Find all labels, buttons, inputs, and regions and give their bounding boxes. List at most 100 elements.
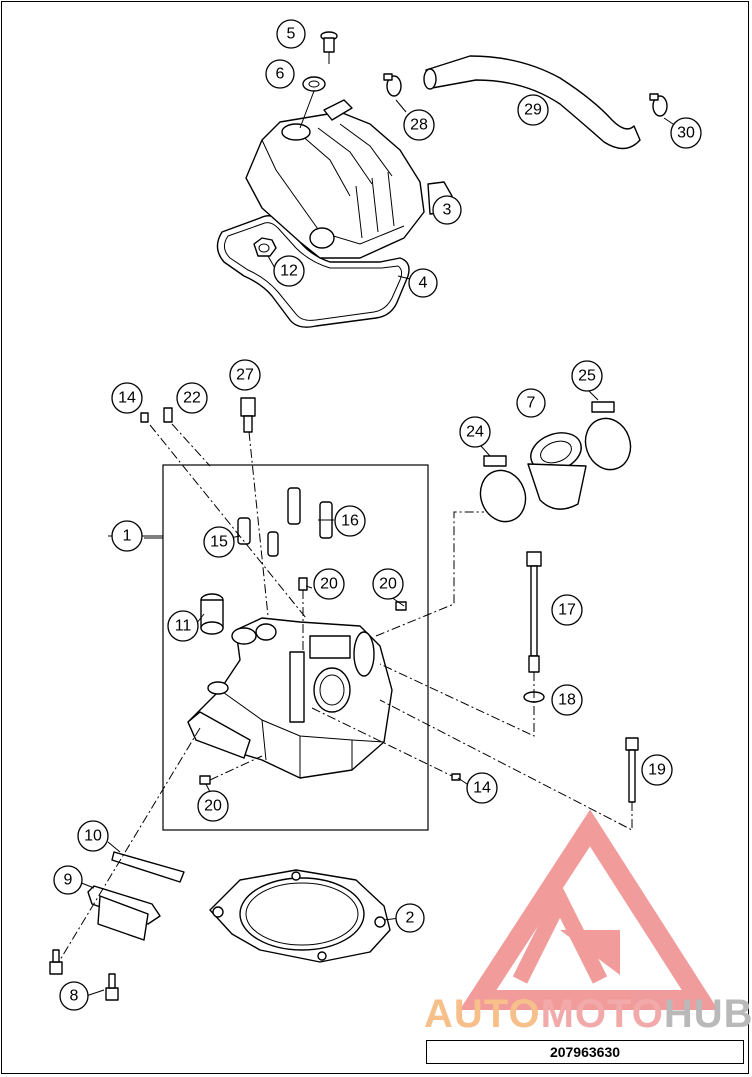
assembly-line-14b bbox=[311, 707, 453, 777]
callout-label: 24 bbox=[466, 424, 484, 441]
callout-11: 11 bbox=[167, 610, 199, 642]
exhaust-bolt-left bbox=[49, 949, 63, 975]
callout-14-top: 14 bbox=[111, 382, 143, 414]
plug-screw-right bbox=[395, 601, 407, 611]
callout-label: 12 bbox=[280, 263, 298, 280]
callout-6: 6 bbox=[265, 59, 295, 89]
callout-20-bottom: 20 bbox=[197, 790, 229, 822]
callout-label: 7 bbox=[527, 395, 536, 412]
valve-seal-2 bbox=[267, 531, 279, 557]
callout-3: 3 bbox=[432, 195, 462, 225]
callout-25: 25 bbox=[571, 360, 603, 392]
callout-label: 11 bbox=[175, 618, 192, 635]
callout-label: 20 bbox=[204, 798, 222, 815]
callout-2: 2 bbox=[395, 903, 425, 933]
assembly-line-20c bbox=[209, 755, 263, 781]
cylinder-head bbox=[187, 617, 393, 779]
callout-29: 29 bbox=[517, 94, 549, 126]
exhaust-bolt-right bbox=[105, 973, 119, 1001]
callout-label: 10 bbox=[84, 828, 102, 845]
callout-8: 8 bbox=[59, 981, 89, 1011]
callout-30: 30 bbox=[670, 117, 702, 149]
plug-screw-bottom bbox=[199, 775, 211, 785]
callout-24: 24 bbox=[459, 416, 491, 448]
exhaust-flange bbox=[87, 885, 161, 941]
hose-clamp-left bbox=[383, 73, 402, 97]
watermark-text: AUTOMOTOHUB bbox=[424, 990, 752, 1038]
assembly-line-exhaust bbox=[59, 727, 201, 961]
exhaust-gasket bbox=[111, 851, 185, 883]
callout-9: 9 bbox=[53, 865, 83, 895]
callout-label: 15 bbox=[210, 534, 228, 551]
callout-label: 16 bbox=[341, 513, 359, 530]
assembly-line-27 bbox=[248, 431, 269, 617]
callout-label: 14 bbox=[118, 390, 136, 407]
plug-screw-side bbox=[451, 773, 461, 781]
callout-label: 14 bbox=[473, 780, 491, 797]
assembly-line-intake bbox=[375, 511, 484, 637]
callout-label: 22 bbox=[183, 390, 201, 407]
callout-label: 5 bbox=[287, 26, 296, 43]
callout-label: 3 bbox=[443, 202, 452, 219]
callout-label: 8 bbox=[70, 988, 79, 1005]
callout-label: 6 bbox=[276, 66, 285, 83]
callout-label: 9 bbox=[64, 872, 73, 889]
callout-7: 7 bbox=[516, 388, 546, 418]
cylinder-head-gasket bbox=[209, 869, 391, 963]
watermark-part-1: AUTO bbox=[424, 992, 541, 1036]
intake-flange bbox=[527, 432, 587, 510]
callout-label: 20 bbox=[320, 576, 338, 593]
callout-label: 25 bbox=[578, 368, 596, 385]
watermark-part-3: HUB bbox=[663, 992, 752, 1036]
callout-15: 15 bbox=[203, 526, 235, 558]
callout-18: 18 bbox=[551, 684, 583, 716]
cover-nut bbox=[253, 237, 277, 257]
callout-27: 27 bbox=[229, 359, 261, 391]
assembly-line-22 bbox=[171, 423, 211, 467]
callout-12: 12 bbox=[273, 255, 305, 287]
intake-clamp-right bbox=[584, 401, 632, 471]
assembly-line-14 bbox=[149, 424, 307, 619]
small-screw-22 bbox=[163, 407, 173, 423]
callout-19: 19 bbox=[641, 754, 673, 786]
valve-guide-1 bbox=[287, 487, 301, 525]
callout-20-top: 20 bbox=[313, 568, 345, 600]
callout-label: 20 bbox=[379, 576, 397, 593]
plug-screw-top bbox=[298, 577, 308, 591]
watermark-logo bbox=[459, 809, 719, 1010]
long-bolt-19 bbox=[625, 737, 639, 803]
callout-label: 1 bbox=[123, 528, 132, 545]
callout-20-right: 20 bbox=[372, 568, 404, 600]
callout-16: 16 bbox=[334, 505, 366, 537]
seal-washer bbox=[302, 76, 326, 92]
watermark-part-2: MOTO bbox=[540, 992, 664, 1036]
assembly-line-17 bbox=[379, 663, 535, 737]
callout-10: 10 bbox=[77, 820, 109, 852]
callout-28: 28 bbox=[403, 109, 435, 141]
callout-label: 18 bbox=[558, 692, 576, 709]
assembly-line-19 bbox=[379, 699, 633, 831]
callout-label: 27 bbox=[236, 367, 254, 384]
hose-clamp-right bbox=[649, 93, 668, 117]
callout-5: 5 bbox=[276, 19, 306, 49]
callout-22: 22 bbox=[176, 382, 208, 414]
valve-cover-gasket-inner bbox=[224, 222, 403, 321]
spark-plug-tube bbox=[200, 593, 224, 635]
hose-end bbox=[423, 68, 437, 90]
callout-label: 29 bbox=[524, 102, 542, 119]
callout-label: 30 bbox=[677, 125, 695, 142]
callout-14-bottom: 14 bbox=[466, 772, 498, 804]
callout-4: 4 bbox=[408, 268, 438, 298]
callout-label: 28 bbox=[410, 117, 428, 134]
callout-label: 2 bbox=[406, 910, 415, 927]
intake-clamp-left bbox=[479, 455, 527, 523]
callout-label: 17 bbox=[558, 602, 576, 619]
temperature-sensor bbox=[240, 397, 256, 433]
cover-screw bbox=[320, 31, 338, 53]
callout-label: 19 bbox=[648, 762, 666, 779]
callout-label: 4 bbox=[419, 275, 428, 292]
callout-17: 17 bbox=[551, 594, 583, 626]
